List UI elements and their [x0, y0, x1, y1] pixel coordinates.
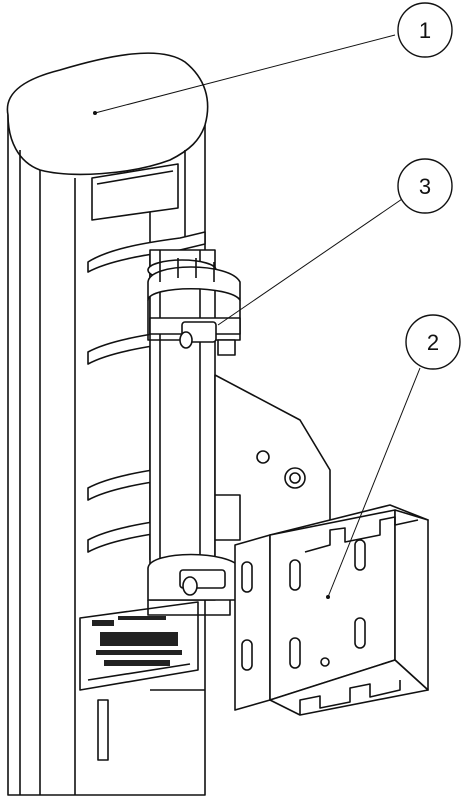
leader-line-3 [217, 196, 406, 326]
leader-line-1 [94, 34, 396, 114]
mounting-pole [147, 249, 217, 601]
bracket-back-plate [214, 374, 331, 576]
callout-2-label: 2 [427, 330, 439, 355]
leader-line-2 [327, 367, 421, 598]
callout-3-label: 3 [419, 174, 431, 199]
product-label [92, 616, 182, 666]
callout-2: 2 [405, 314, 461, 370]
callout-1-label: 1 [419, 18, 431, 43]
mounting-bracket [234, 504, 429, 716]
u-bolt-clamp-upper [147, 258, 241, 356]
callout-3: 3 [397, 158, 453, 214]
callout-1: 1 [397, 2, 453, 58]
leader-lines [94, 34, 421, 598]
u-bolt-clamp-lower [147, 553, 241, 616]
